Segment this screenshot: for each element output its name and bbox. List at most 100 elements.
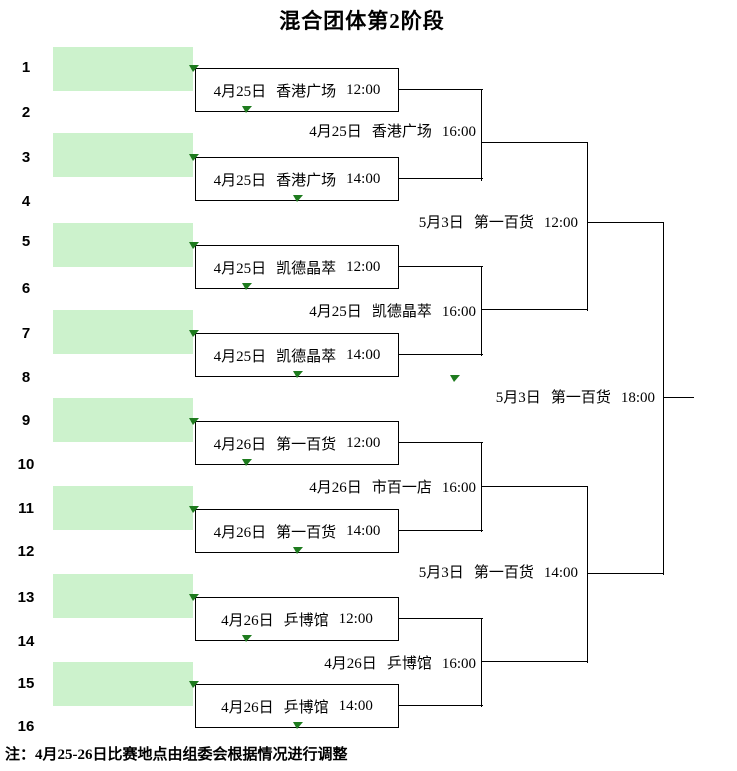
round1-match-1: 4月25日香港广场 12:00 [195,68,399,112]
match-time: 12:00 [346,258,381,275]
comment-flag-icon [242,459,252,466]
bracket-line [587,222,664,223]
match-venue: 香港广场 [276,172,337,189]
seed-label-14: 14 [17,633,35,650]
comment-flag-icon [450,375,460,382]
match-time: 14:00 [338,697,373,714]
comment-flag-icon [189,65,199,72]
match-venue: 乒博馆 [386,656,432,672]
match-date: 4月26日 [309,480,362,496]
bracket-line [399,618,483,619]
comment-flag-icon [189,242,199,249]
match-time: 12:00 [346,81,381,98]
comment-flag-icon [242,106,252,113]
match-venue: 凯德晶萃 [276,348,337,365]
match-date: 4月26日 [324,656,377,672]
bracket-line [399,89,483,90]
team-slot-5 [53,398,193,442]
bracket-line [399,266,483,267]
comment-flag-icon [293,195,303,202]
match-time: 16:00 [441,656,476,672]
bracket-line [481,661,588,662]
seed-label-7: 7 [21,325,31,342]
match-time: 14:00 [346,522,381,539]
match-venue: 第一百货 [276,524,337,541]
bracket-line [587,142,588,311]
comment-flag-icon [189,418,199,425]
bracket-line [663,222,664,575]
match-date: 4月25日 [309,304,362,320]
match-time: 12:00 [346,434,381,451]
seed-label-1: 1 [21,59,31,76]
match-venue: 第一百货 [550,390,611,406]
bracket-line [399,530,483,531]
round1-match-8: 4月26日乒博馆 14:00 [195,684,399,728]
seed-label-2: 2 [21,104,31,121]
match-venue: 市百一店 [371,480,432,496]
match-venue: 香港广场 [276,83,337,100]
comment-flag-icon [189,506,199,513]
comment-flag-icon [189,681,199,688]
seed-label-10: 10 [17,456,35,473]
team-slot-3 [53,223,193,267]
seed-label-8: 8 [21,369,31,386]
team-slot-6 [53,486,193,530]
seed-label-5: 5 [21,233,31,250]
team-slot-7 [53,574,193,618]
seed-label-4: 4 [21,193,31,210]
footnote: 注：4月25-26日比赛地点由组委会根据情况进行调整 [5,747,348,763]
bracket-line [481,89,482,181]
comment-flag-icon [293,722,303,729]
bracket-line [481,442,482,532]
bracket-line [587,486,588,663]
match-date: 4月26日 [213,436,267,453]
match-date: 4月25日 [309,124,362,140]
match-date: 4月26日 [221,699,274,716]
seed-label-15: 15 [17,675,35,692]
round1-match-6: 4月26日第一百货 14:00 [195,509,399,553]
comment-flag-icon [293,371,303,378]
match-date: 5月3日 [418,215,464,231]
bracket-line [481,486,588,487]
seed-label-16: 16 [17,718,35,735]
bracket-line [399,178,483,179]
semifinal-match-1: 5月3日第一百货 12:00 [378,213,578,233]
match-venue: 第一百货 [473,565,534,581]
page-title: 混合团体第2阶段 [279,9,445,33]
seed-label-13: 13 [17,589,35,606]
match-venue: 乒博馆 [283,612,329,629]
seed-label-11: 11 [18,500,34,517]
match-date: 4月25日 [213,260,267,277]
match-time: 16:00 [441,304,476,320]
match-venue: 乒博馆 [283,699,329,716]
match-time: 16:00 [441,124,476,140]
match-date: 4月26日 [213,524,267,541]
seed-label-6: 6 [21,280,31,297]
team-slot-1 [53,47,193,91]
comment-flag-icon [242,635,252,642]
bracket-line [399,705,483,706]
comment-flag-icon [242,283,252,290]
comment-flag-icon [189,154,199,161]
match-venue: 凯德晶萃 [276,260,337,277]
bracket-line [663,397,694,398]
match-time: 14:00 [346,170,381,187]
match-date: 4月25日 [213,348,267,365]
match-venue: 凯德晶萃 [371,304,432,320]
seed-label-12: 12 [17,543,35,560]
seed-label-9: 9 [21,412,31,429]
match-date: 4月25日 [213,83,267,100]
match-date: 5月3日 [418,565,464,581]
team-slot-4 [53,310,193,354]
match-venue: 香港广场 [371,124,432,140]
round2-match-2: 4月25日凯德晶萃 16:00 [276,302,476,322]
team-slot-8 [53,662,193,706]
bracket-line [587,573,664,574]
match-time: 12:00 [543,215,578,231]
bracket-line [481,309,588,310]
match-venue: 第一百货 [473,215,534,231]
match-date: 5月3日 [495,390,541,406]
